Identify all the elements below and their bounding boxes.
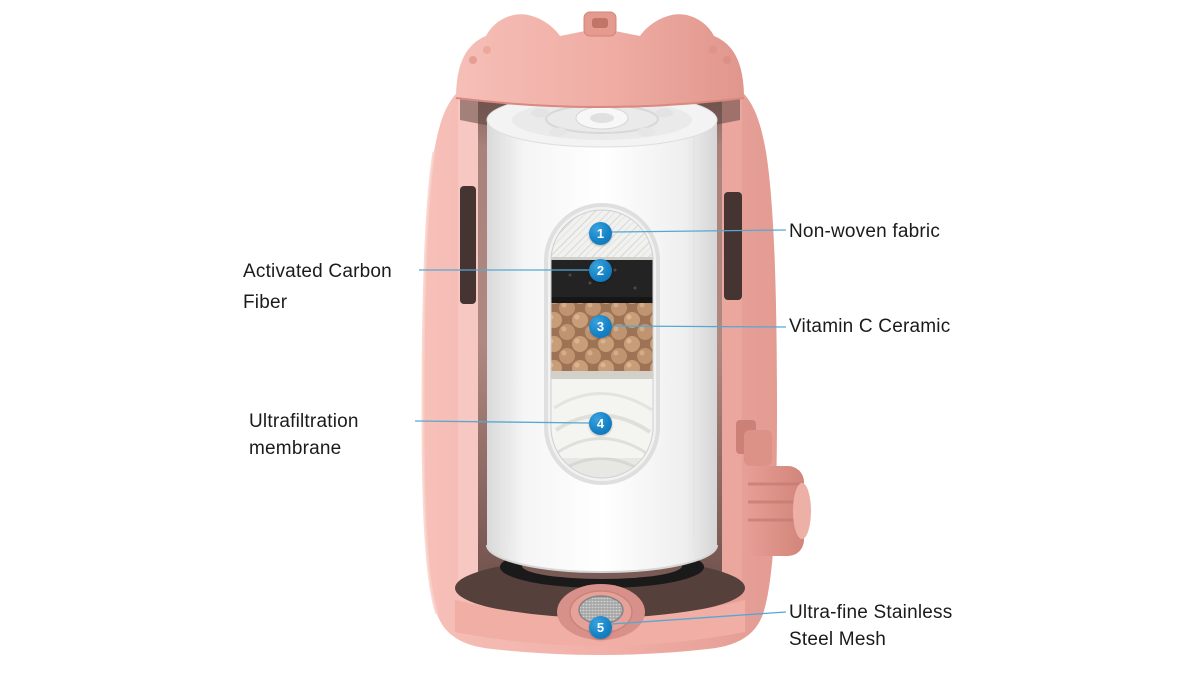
leader-line-5 [611, 611, 787, 625]
callout-marker-1: 1 [589, 222, 612, 245]
label-line: Fiber [243, 292, 288, 313]
label-line: Steel Mesh [789, 629, 887, 650]
leader-line-4 [414, 420, 590, 424]
leader-line-1 [610, 229, 787, 233]
cut-face-left [458, 92, 478, 592]
leader-line-3 [610, 325, 787, 328]
label-line: Ultra-fine Stainless [789, 602, 953, 623]
label-line: membrane [249, 438, 342, 459]
callout-label-vitamin-c-ceramic: Vitamin C Ceramic [789, 312, 950, 342]
leader-lines [414, 229, 787, 625]
callout-label-activated-carbon-fiber: Activated Carbon Fiber [243, 256, 392, 318]
housing-top-cap [455, 11, 745, 108]
callout-label-stainless-steel-mesh: Ultra-fine Stainless Steel Mesh [789, 599, 952, 653]
label-line: Vitamin C Ceramic [789, 316, 951, 337]
label-line: Non-woven fabric [789, 221, 941, 242]
label-line: Ultrafiltration [249, 411, 359, 432]
cartridge-bottom-rim [486, 544, 718, 573]
cutaway-window [544, 203, 660, 485]
bracket-recess-right [724, 192, 742, 300]
callout-marker-4: 4 [589, 412, 612, 435]
cut-face-right [722, 92, 742, 592]
callout-marker-2: 2 [589, 259, 612, 282]
outlet-pipe [736, 420, 811, 556]
callout-marker-3: 3 [589, 315, 612, 338]
callout-label-nonwoven-fabric: Non-woven fabric [789, 217, 940, 247]
callout-marker-5: 5 [589, 616, 612, 639]
label-line: Activated Carbon [243, 261, 392, 282]
housing-left-highlight [421, 151, 439, 615]
bracket-recess-left [460, 186, 476, 304]
callout-label-ultrafiltration-membrane: Ultrafiltration membrane [249, 408, 359, 462]
